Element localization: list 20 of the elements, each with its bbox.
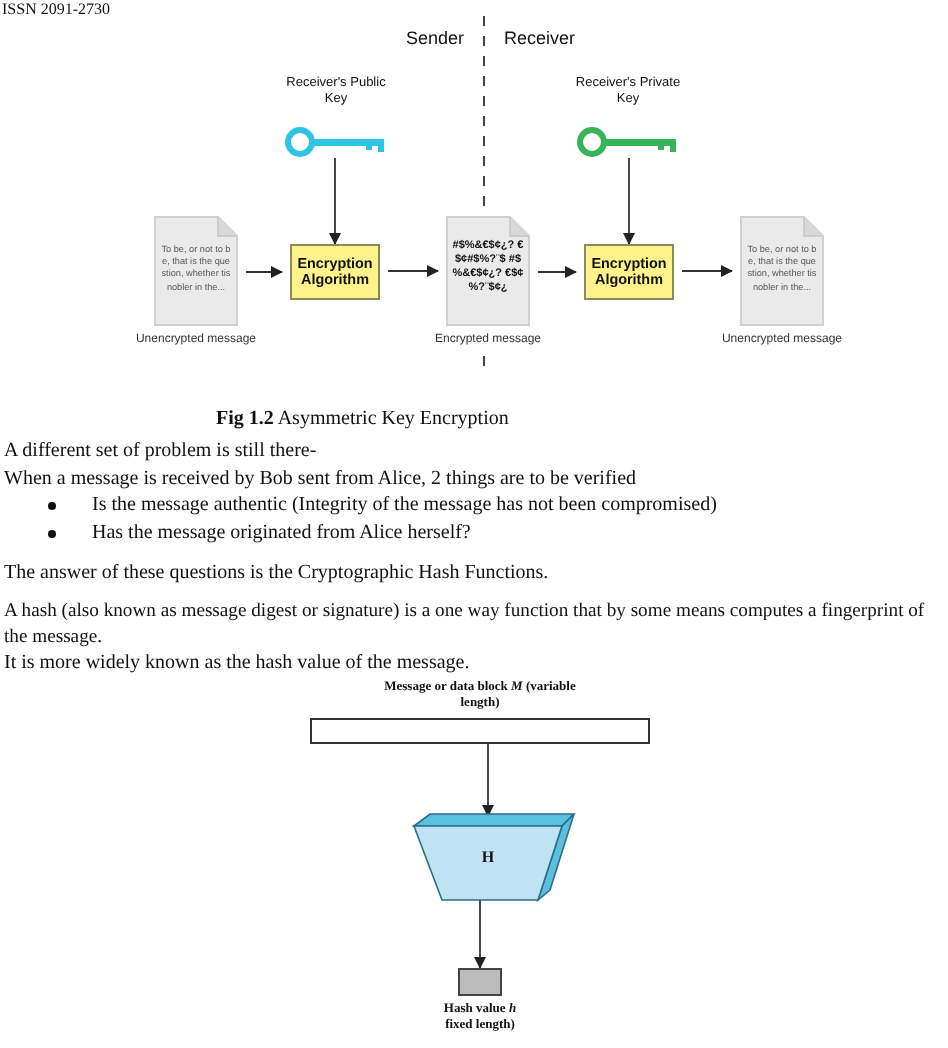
arrow bbox=[329, 157, 341, 245]
paragraph: It is more widely known as the hash value of the message. bbox=[4, 650, 470, 676]
bullet-item: Has the message originated from Alice herself? bbox=[92, 520, 471, 546]
arrow bbox=[482, 743, 494, 817]
column-heading: Receiver bbox=[504, 26, 576, 52]
arrow bbox=[474, 899, 486, 969]
figure-caption: Fig 1.2 Asymmetric Key Encryption bbox=[216, 406, 509, 432]
bullet-item: Is the message authentic (Integrity of the message has not been compromised) bbox=[92, 492, 717, 518]
paragraph: A hash (also known as message digest or signature) is a one way function that by some means computes a fingerprint of the message. bbox=[4, 598, 927, 650]
arrow bbox=[245, 266, 283, 278]
paragraph: A different set of problem is still there- bbox=[4, 438, 317, 464]
arrow bbox=[387, 265, 439, 277]
function-label: H bbox=[479, 848, 497, 866]
paragraph: When a message is received by Bob sent from Alice, 2 things are to be verified bbox=[4, 466, 637, 492]
arrow bbox=[681, 265, 733, 277]
page-header: ISSN 2091-2730 bbox=[2, 0, 111, 22]
paragraph: The answer of these questions is the Cryptographic Hash Functions. bbox=[4, 560, 549, 586]
arrow bbox=[623, 157, 635, 245]
column-heading: Sender bbox=[406, 26, 465, 52]
arrow bbox=[537, 266, 577, 278]
